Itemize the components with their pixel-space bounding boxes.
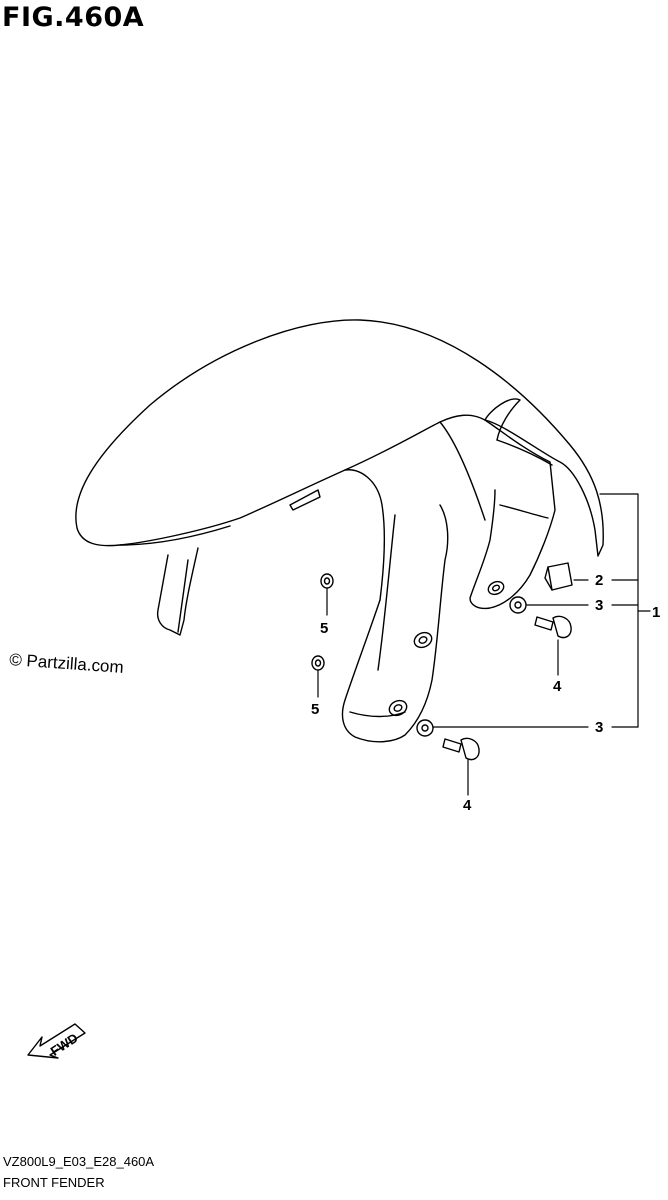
leader-lines bbox=[317, 493, 651, 796]
bolt-upper bbox=[534, 615, 572, 639]
callout-bolt-upper: 4 bbox=[553, 678, 562, 695]
callout-nut-upper: 5 bbox=[320, 620, 328, 637]
nut-upper bbox=[320, 573, 334, 589]
callout-bolt-lower: 4 bbox=[463, 797, 472, 814]
washer-upper bbox=[509, 596, 527, 614]
callout-cushion: 2 bbox=[595, 572, 603, 589]
washer-lower bbox=[416, 719, 434, 737]
callout-washer-upper: 3 bbox=[595, 597, 603, 614]
callout-washer-lower: 3 bbox=[595, 719, 603, 736]
forward-arrow-icon bbox=[27, 1023, 86, 1059]
figure-title: FIG.460A bbox=[2, 2, 145, 33]
callout-nut-lower: 5 bbox=[311, 701, 319, 718]
nut-lower bbox=[311, 655, 325, 671]
front-fender bbox=[75, 319, 604, 743]
drawing-code: VZ800L9_E03_E28_460A bbox=[3, 1154, 155, 1169]
bolt-lower bbox=[442, 737, 480, 761]
cushion-part bbox=[544, 562, 573, 591]
callout-front-fender: 1 bbox=[652, 604, 660, 621]
figure-caption: FRONT FENDER bbox=[3, 1175, 105, 1190]
